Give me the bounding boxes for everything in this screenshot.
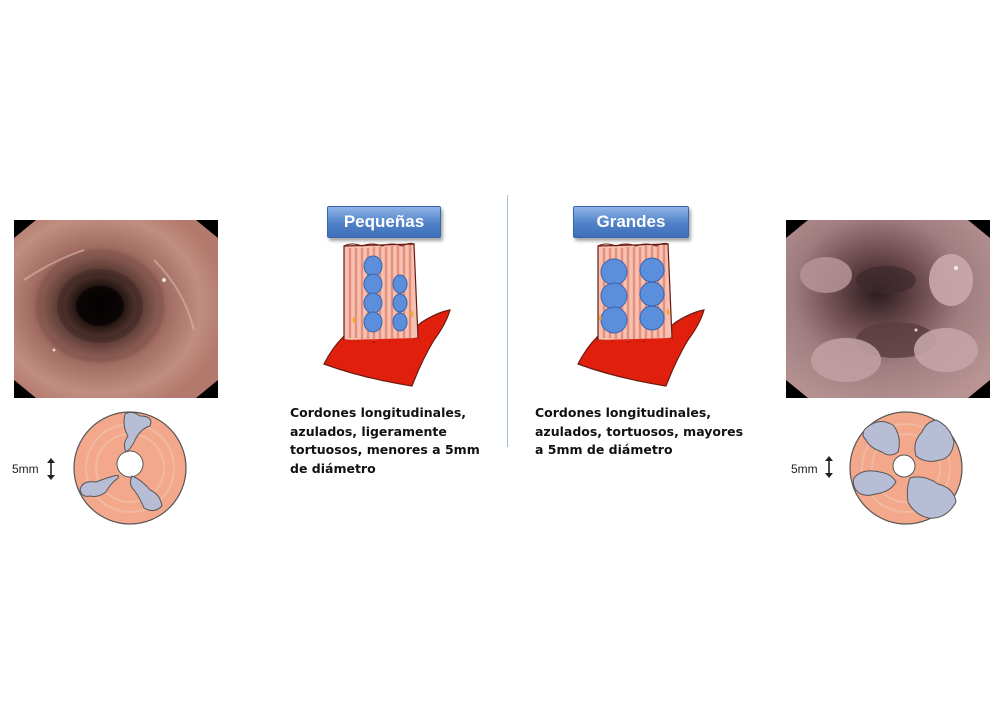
vessel-illustration-large [576, 240, 710, 393]
endoscopy-photo-large [786, 220, 990, 398]
scale-label-small: 5mm [12, 462, 39, 476]
description-large: Cordones longitudinales, azulados, tortu… [535, 405, 744, 457]
label-small: Pequeñas [327, 206, 441, 238]
description-small: Cordones longitudinales, azulados, liger… [290, 405, 480, 476]
vessel-illustration-small [322, 240, 456, 393]
cross-section-large [846, 408, 966, 533]
double-arrow-icon [47, 458, 55, 485]
label-large: Grandes [573, 206, 689, 238]
center-divider [507, 195, 508, 447]
cross-section-small [70, 408, 190, 533]
double-arrow-icon [825, 456, 833, 483]
scale-label-large: 5mm [791, 462, 818, 476]
endoscopy-photo-small [14, 220, 218, 398]
